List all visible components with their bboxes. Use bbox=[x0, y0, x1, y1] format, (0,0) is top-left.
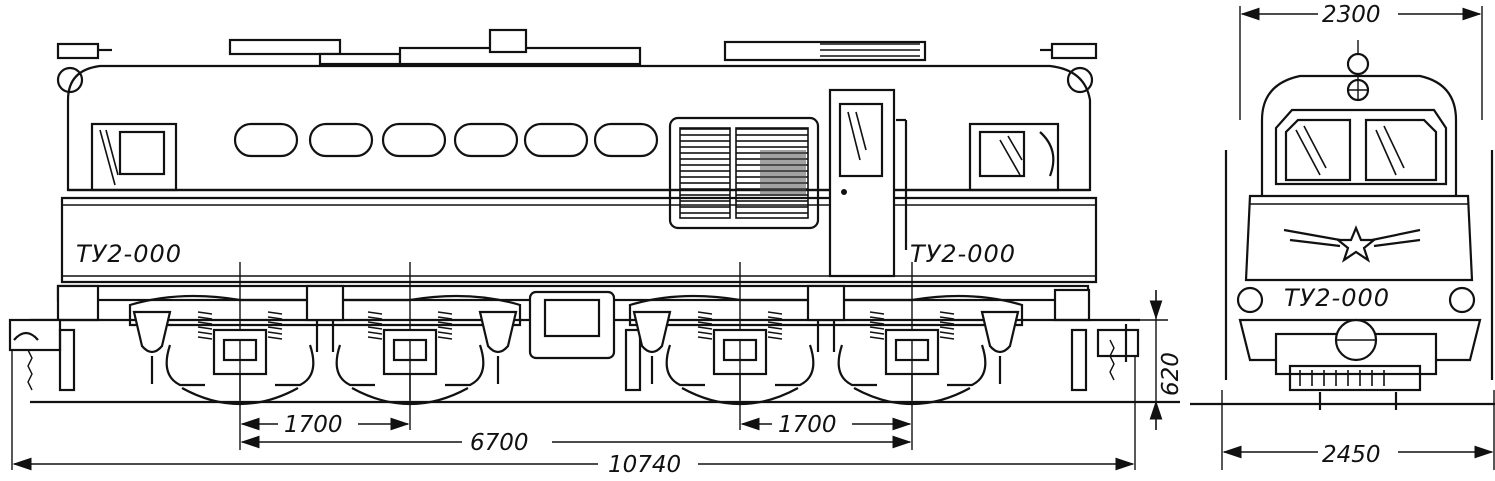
side-number-right: ТУ2-000 bbox=[910, 240, 1016, 268]
dim-overall-width: 2450 bbox=[1322, 442, 1381, 468]
spring-coil bbox=[869, 321, 885, 325]
dim-overall-length: 10740 bbox=[608, 452, 681, 478]
spring-coil bbox=[697, 316, 713, 320]
front-buffer-beam bbox=[1238, 318, 1482, 410]
center-pivot bbox=[806, 284, 846, 322]
spring-coil bbox=[367, 336, 383, 340]
spring-hanger bbox=[335, 344, 375, 387]
dim-body-width: 2300 bbox=[1322, 2, 1381, 28]
spring-coil bbox=[197, 321, 213, 325]
spring-hanger bbox=[665, 344, 705, 387]
spring-coil bbox=[697, 311, 713, 315]
cab-window-left bbox=[90, 122, 178, 192]
front-number: ТУ2-000 bbox=[1284, 284, 1390, 312]
spring-coil bbox=[437, 326, 453, 330]
spring-coil bbox=[267, 331, 283, 335]
spring-coil bbox=[437, 316, 453, 320]
cab-window-right bbox=[968, 122, 1060, 192]
spring-hanger bbox=[775, 344, 815, 387]
spring-coil bbox=[267, 321, 283, 325]
spring-coil bbox=[869, 311, 885, 315]
spring-hanger bbox=[947, 344, 987, 387]
spring-coil bbox=[767, 326, 783, 330]
spring-coil bbox=[437, 321, 453, 325]
spring-coil bbox=[767, 316, 783, 320]
dim-buffer-height: 620 bbox=[1158, 352, 1184, 396]
body-shell bbox=[66, 64, 1092, 192]
spring-coil bbox=[869, 336, 885, 340]
dim-bogie-wheelbase-right: 1700 bbox=[778, 412, 837, 438]
front-view: ТУ2-000 bbox=[1190, 2, 1495, 470]
spring-coil bbox=[267, 326, 283, 330]
side-number-left: ТУ2-000 bbox=[76, 240, 182, 268]
spring-coil bbox=[267, 316, 283, 320]
radiator-grille bbox=[668, 116, 820, 230]
spring-coil bbox=[197, 331, 213, 335]
spring-coil bbox=[197, 311, 213, 315]
spring-coil bbox=[939, 331, 955, 335]
roof-equipment bbox=[56, 28, 1098, 94]
spring-coil bbox=[697, 326, 713, 330]
spring-hanger bbox=[275, 344, 315, 387]
main-frame bbox=[8, 284, 1140, 392]
spring-coil bbox=[197, 316, 213, 320]
spring-coil bbox=[437, 331, 453, 335]
brake-cylinder bbox=[632, 310, 672, 354]
spring-coil bbox=[197, 326, 213, 330]
spring-coil bbox=[939, 326, 955, 330]
spring-coil bbox=[437, 336, 453, 340]
side-view: ТУ2-000 ТУ2-000 bbox=[8, 28, 1184, 478]
dim-bogie-centers: 6700 bbox=[470, 430, 529, 456]
spring-coil bbox=[697, 336, 713, 340]
center-pivot bbox=[305, 284, 345, 322]
spring-coil bbox=[869, 316, 885, 320]
spring-coil bbox=[367, 311, 383, 315]
dimension-lines bbox=[11, 290, 1168, 478]
spring-coil bbox=[267, 336, 283, 340]
front-dimension-lines bbox=[1221, 2, 1495, 470]
spring-hanger bbox=[837, 344, 877, 387]
spring-coil bbox=[939, 321, 955, 325]
spring-coil bbox=[197, 336, 213, 340]
spring-hanger bbox=[445, 344, 485, 387]
spring-coil bbox=[939, 316, 955, 320]
front-cab bbox=[1260, 74, 1458, 196]
spring-coil bbox=[367, 331, 383, 335]
spring-coil bbox=[367, 321, 383, 325]
spring-coil bbox=[869, 331, 885, 335]
spring-coil bbox=[939, 336, 955, 340]
front-hood bbox=[1244, 194, 1474, 282]
spring-hanger bbox=[165, 344, 205, 387]
brake-cylinder bbox=[478, 310, 518, 354]
star-emblem bbox=[1283, 225, 1421, 263]
spring-coil bbox=[437, 311, 453, 315]
spring-coil bbox=[869, 326, 885, 330]
spring-coil bbox=[697, 321, 713, 325]
spring-coil bbox=[767, 331, 783, 335]
side-door bbox=[828, 88, 908, 278]
spring-coil bbox=[767, 321, 783, 325]
spring-coil bbox=[939, 311, 955, 315]
front-windows bbox=[1274, 108, 1448, 186]
spring-coil bbox=[367, 326, 383, 330]
brake-cylinder bbox=[980, 310, 1020, 354]
hood-windows bbox=[233, 122, 659, 158]
spring-coil bbox=[367, 316, 383, 320]
dim-bogie-wheelbase-left: 1700 bbox=[284, 412, 343, 438]
spring-coil bbox=[267, 311, 283, 315]
spring-coil bbox=[767, 336, 783, 340]
spring-coil bbox=[697, 331, 713, 335]
spring-coil bbox=[767, 311, 783, 315]
brake-cylinder bbox=[132, 310, 172, 354]
